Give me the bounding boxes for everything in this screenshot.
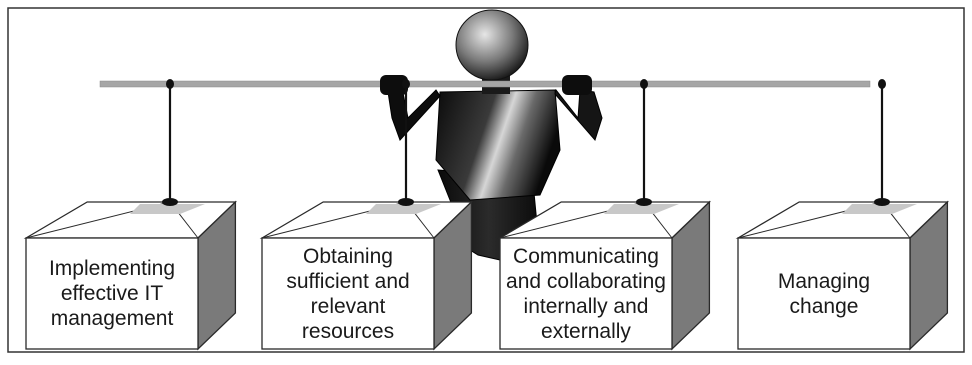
hands — [380, 75, 592, 95]
box-front-face — [499, 237, 673, 350]
hanging-box-1 — [23, 79, 238, 351]
box-top-shade — [842, 204, 917, 214]
rod-top-knob — [640, 79, 648, 89]
box-label-line: Communicating — [513, 244, 659, 268]
box-front-face — [25, 237, 199, 350]
box-label-line: resources — [301, 319, 395, 343]
box-label-line: management — [50, 307, 174, 330]
boxes-layer — [23, 79, 950, 351]
box-label-line: externally — [541, 319, 631, 343]
box-label-line: and collaborating — [506, 269, 666, 293]
hanging-box-3 — [497, 79, 712, 351]
box-top-shade — [604, 204, 679, 214]
box-top-shade — [130, 204, 205, 214]
box-label-line: effective IT — [60, 282, 164, 305]
frame-border — [7, 7, 965, 353]
box-front-face — [261, 237, 435, 350]
box-label-line: relevant — [310, 294, 386, 318]
box-label-line: change — [789, 294, 859, 318]
box-top-shade — [366, 204, 441, 214]
box-label-line: internally and — [523, 294, 649, 318]
hanging-box-2 — [259, 79, 474, 351]
box-label-line: Managing — [777, 269, 871, 293]
hanging-box-4 — [735, 79, 950, 351]
rod-bottom-knob — [162, 198, 178, 206]
rod-bottom-knob — [874, 198, 890, 206]
rod-bottom-knob — [636, 198, 652, 206]
box-label-line: sufficient and — [286, 269, 410, 293]
rod-bottom-knob — [398, 198, 414, 206]
balance-bar — [99, 80, 871, 88]
rod-top-knob — [166, 79, 174, 89]
box-label-line: Obtaining — [303, 244, 393, 268]
box-front-face — [737, 237, 911, 350]
rod-top-knob — [878, 79, 886, 89]
rod-top-knob — [402, 79, 410, 89]
box-label-line: Implementing — [48, 257, 176, 280]
